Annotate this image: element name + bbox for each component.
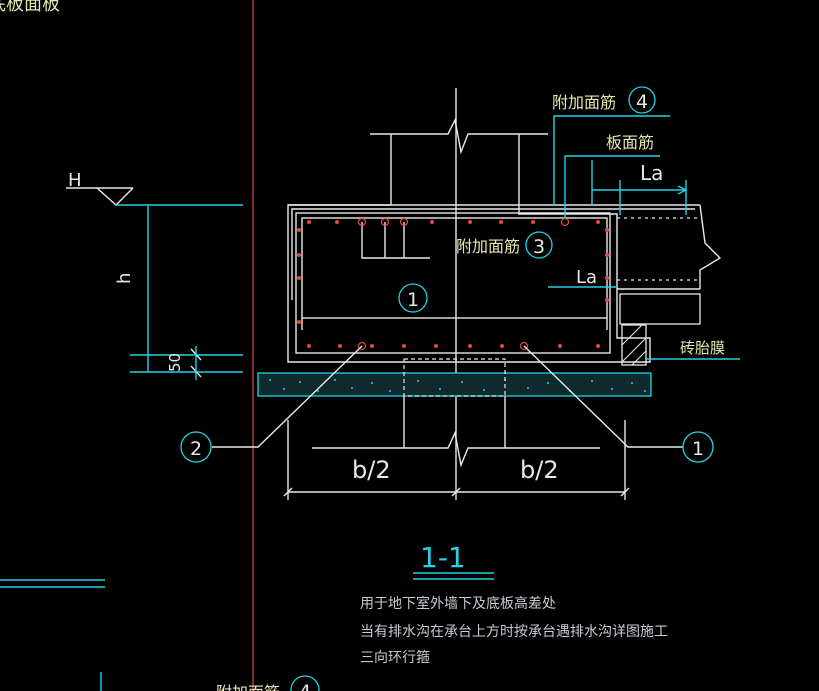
rebar-dots-top — [297, 220, 609, 348]
brick-form-label: 砖胎膜 — [680, 339, 725, 357]
circle-4-bottom — [290, 675, 320, 691]
rebar-dot — [558, 344, 562, 348]
b-half-left-label: b/2 — [352, 456, 391, 484]
b-dim-tick-1 — [283, 487, 293, 497]
rebar-dot — [297, 228, 301, 232]
pile-dashed — [403, 358, 506, 397]
rebar-dot — [500, 344, 504, 348]
circle-2 — [180, 431, 212, 463]
brick-form-hatch — [621, 324, 647, 366]
rebar-cage-outer — [295, 212, 611, 354]
rebar-circles — [357, 217, 570, 351]
circle-4 — [628, 86, 656, 114]
slab-top-rebar-label: 板面筋 — [606, 133, 654, 152]
rebar-dot — [468, 220, 472, 224]
la-top-label: La — [640, 161, 663, 185]
rebar-dot — [430, 220, 434, 224]
rebar-ring — [399, 217, 409, 227]
circle-1-main — [398, 283, 428, 313]
circle-1-main-label: 1 — [407, 289, 419, 311]
rebar-inner-stirrup — [301, 217, 608, 319]
rebar-ring — [560, 217, 570, 227]
circle-1-right-label: 1 — [692, 438, 704, 460]
rebar-dot — [605, 253, 609, 257]
water-level-triangle-icon — [96, 187, 134, 206]
leader-4 — [553, 115, 670, 205]
rebar-dot — [499, 220, 503, 224]
bottom-cut-label: 附加面筋 — [216, 683, 280, 691]
slab-break — [699, 204, 722, 289]
la-mid-label: La — [576, 267, 597, 288]
rebar-dot — [338, 344, 342, 348]
leader-1-right — [523, 345, 683, 448]
note-line-3: 三向环行箍 — [360, 650, 430, 666]
water-level-label: H — [68, 170, 82, 191]
rebar-ring — [519, 341, 529, 351]
circle-4-label: 4 — [636, 91, 648, 113]
leader-2 — [212, 345, 363, 448]
rebar-dot — [370, 344, 374, 348]
rebar-ring — [357, 341, 367, 351]
rebar-extra-3 — [361, 222, 430, 259]
circle-4-bottom-label: 4 — [299, 681, 311, 691]
rebar-dot — [468, 344, 472, 348]
rebar-dot — [297, 253, 301, 257]
rebar-dot — [297, 276, 301, 280]
circle-3 — [525, 231, 553, 259]
b-half-right-label: b/2 — [520, 456, 559, 484]
extra-top-rebar-4-label: 附加面筋 — [552, 93, 616, 112]
wall-top-break — [370, 117, 548, 155]
section-title: 1-1 — [420, 541, 466, 574]
circle-3-label: 3 — [533, 236, 545, 258]
rebar-dot — [605, 298, 609, 302]
rebar-dot — [307, 344, 311, 348]
note-line-2: 当有排水沟在承台上方时按承台遇排水沟详图施工 — [360, 624, 668, 640]
rebar-dot — [531, 220, 535, 224]
dim-50-label: 50 — [166, 353, 184, 372]
circle-1-right — [682, 431, 714, 463]
rebar-dot — [307, 220, 311, 224]
rebar-top-hook — [291, 208, 695, 300]
extra-top-rebar-3-label: 附加面筋 — [456, 237, 520, 256]
rebar-dot — [434, 344, 438, 348]
rebar-dot — [335, 220, 339, 224]
rebar-ring — [357, 217, 367, 227]
rebar-dot — [605, 228, 609, 232]
rebar-dot — [596, 220, 600, 224]
la-top-arrow-icon — [677, 185, 688, 195]
rebar-ring — [380, 217, 390, 227]
h-dim-label: h — [114, 273, 135, 284]
top-left-title: 底板面板 — [0, 0, 60, 15]
leader-slab-top — [564, 155, 660, 218]
b-dim-tick-2 — [451, 487, 461, 497]
b-dim-tick-3 — [620, 487, 630, 497]
cushion-layer — [257, 372, 652, 397]
rebar-dot — [402, 344, 406, 348]
rebar-dot — [297, 320, 301, 324]
cap-outline — [287, 204, 651, 363]
note-line-1: 用于地下室外墙下及底板高差处 — [360, 596, 556, 612]
rebar-dot — [596, 344, 600, 348]
pile-break — [312, 430, 600, 468]
rebar-dot — [605, 276, 609, 280]
circle-2-label: 2 — [190, 438, 202, 460]
slab-cushion — [619, 293, 701, 325]
